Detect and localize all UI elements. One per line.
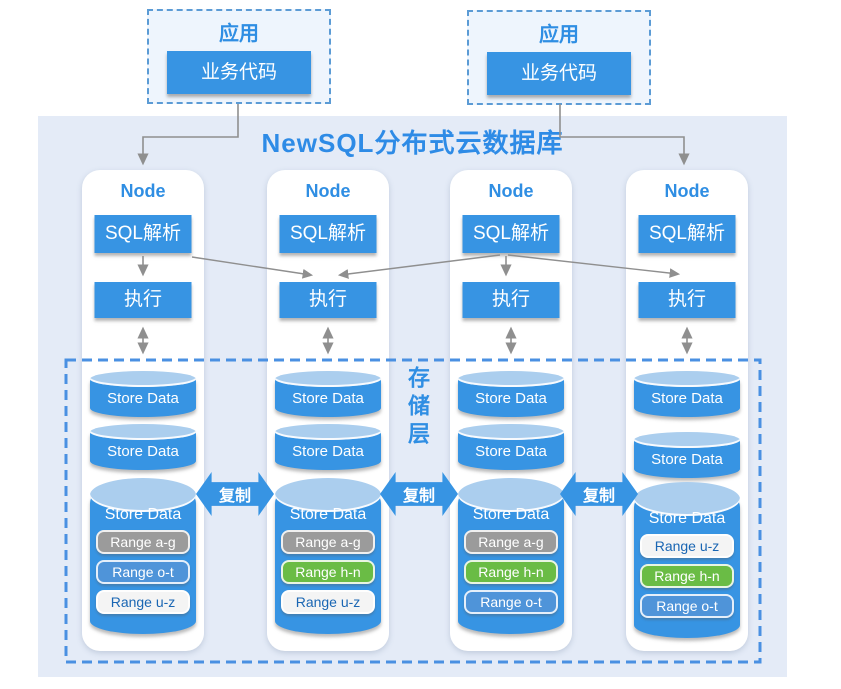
range-pill: Range h-n — [281, 560, 375, 584]
business-code-box: 业务代码 — [487, 52, 631, 95]
range-pill: Range o-t — [640, 594, 734, 618]
app-label: 应用 — [219, 23, 259, 45]
cylinder-label: Store Data — [475, 390, 547, 407]
cylinder-label: Store Data — [104, 506, 182, 523]
app-box-2: 应用 业务代码 — [467, 10, 651, 105]
replicate-label: 复制 — [402, 488, 435, 505]
business-code-box: 业务代码 — [167, 51, 311, 94]
range-pill: Range o-t — [464, 590, 558, 614]
store-data-big-cylinder: Store Data Range a-g Range h-n Range u-z — [275, 478, 381, 634]
cylinder-label: Store Data — [292, 390, 364, 407]
store-data-cylinder: Store Data — [90, 424, 196, 470]
store-data-cylinder: Store Data — [90, 371, 196, 417]
cylinder-label: Store Data — [472, 506, 550, 523]
diagram-title: NewSQL分布式云数据库 — [261, 128, 564, 158]
range-pill: Range a-g — [464, 530, 558, 554]
store-data-cylinder: Store Data — [458, 371, 564, 417]
node-card-2: Node SQL解析 执行 Store Data Store Data Stor… — [267, 170, 389, 651]
node-title: Node — [488, 181, 534, 201]
execute-box: 执行 — [279, 282, 377, 318]
sql-parse-box: SQL解析 — [279, 215, 377, 253]
execute-box: 执行 — [462, 282, 560, 318]
execute-box: 执行 — [94, 282, 192, 318]
range-pill: Range a-g — [96, 530, 190, 554]
node-card-4: Node SQL解析 执行 Store Data Store Data Stor… — [626, 170, 748, 651]
cylinder-label: Store Data — [651, 390, 723, 407]
node-card-1: Node SQL解析 执行 Store Data Store Data Stor… — [82, 170, 204, 651]
replicate-label: 复制 — [582, 488, 615, 505]
sql-parse-box: SQL解析 — [94, 215, 192, 253]
cylinder-label: Store Data — [107, 443, 179, 460]
app-label: 应用 — [539, 24, 579, 46]
store-data-big-cylinder: Store Data Range a-g Range o-t Range u-z — [90, 478, 196, 634]
cylinder-label: Store Data — [292, 443, 364, 460]
cylinder-label: Store Data — [648, 510, 726, 527]
sql-parse-box: SQL解析 — [638, 215, 736, 253]
node-title: Node — [664, 181, 710, 201]
store-data-big-cylinder: Store Data Range a-g Range h-n Range o-t — [458, 478, 564, 634]
node-title: Node — [120, 181, 166, 201]
store-data-cylinder: Store Data — [634, 371, 740, 417]
range-pill: Range o-t — [96, 560, 190, 584]
store-data-cylinder: Store Data — [634, 432, 740, 478]
store-data-cylinder: Store Data — [458, 424, 564, 470]
cylinder-label: Store Data — [475, 443, 547, 460]
store-data-cylinder: Store Data — [275, 424, 381, 470]
storage-layer-label: 存储层 — [405, 366, 430, 450]
node-card-3: Node SQL解析 执行 Store Data Store Data Stor… — [450, 170, 572, 651]
store-data-cylinder: Store Data — [275, 371, 381, 417]
sql-parse-box: SQL解析 — [462, 215, 560, 253]
node-title: Node — [305, 181, 351, 201]
range-pill: Range u-z — [96, 590, 190, 614]
range-pill: Range a-g — [281, 530, 375, 554]
execute-box: 执行 — [638, 282, 736, 318]
range-pill: Range h-n — [640, 564, 734, 588]
range-pill: Range u-z — [640, 534, 734, 558]
cylinder-label: Store Data — [107, 390, 179, 407]
cylinder-label: Store Data — [289, 506, 367, 523]
range-pill: Range u-z — [281, 590, 375, 614]
replicate-label: 复制 — [218, 488, 251, 505]
cylinder-label: Store Data — [651, 451, 723, 468]
store-data-big-cylinder: Store Data Range u-z Range h-n Range o-t — [634, 482, 740, 638]
range-pill: Range h-n — [464, 560, 558, 584]
app-box-1: 应用 业务代码 — [147, 9, 331, 104]
